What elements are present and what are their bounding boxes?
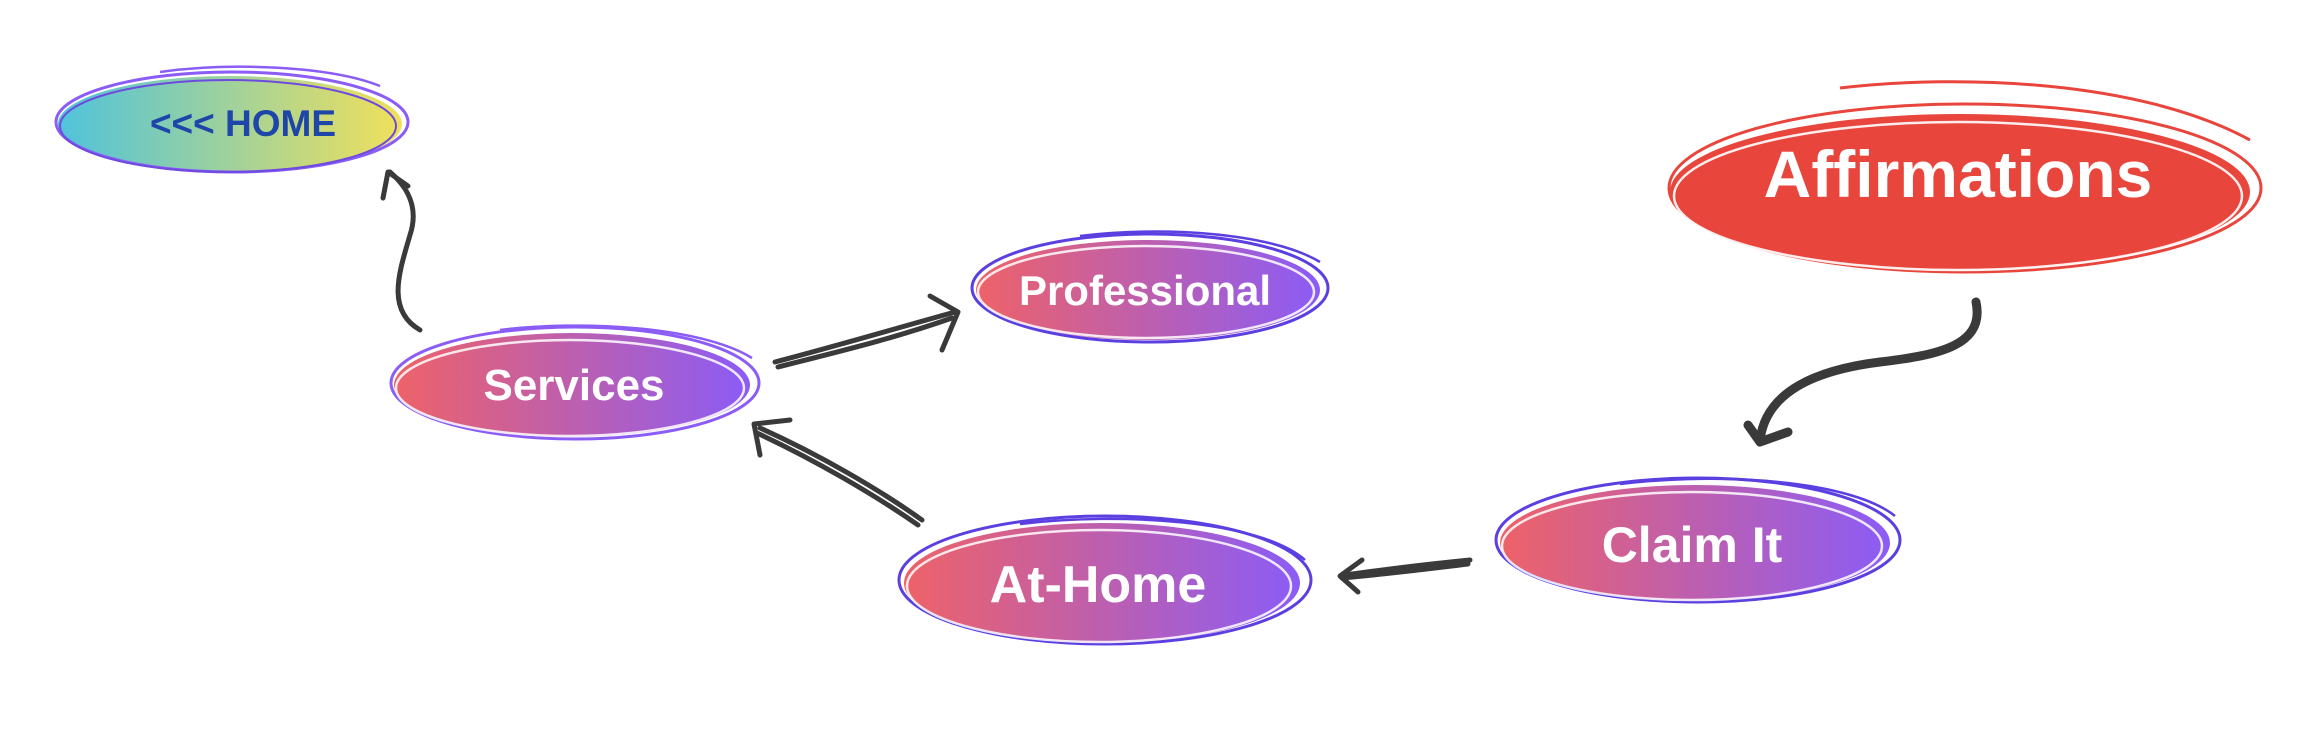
affirmations-label: Affirmations <box>1764 137 2153 211</box>
claim-it-node[interactable]: Claim It <box>1494 476 1902 604</box>
arrow-claimit-to-athome <box>1337 557 1473 595</box>
affirmations-node[interactable]: Affirmations <box>1667 80 2263 274</box>
home-node[interactable]: <<< HOME <box>54 65 410 174</box>
home-label: <<< HOME <box>150 103 336 144</box>
arrow-affirmations-to-claimit <box>1743 297 1982 447</box>
claim-it-label: Claim It <box>1602 517 1783 573</box>
professional-node[interactable]: Professional <box>970 230 1330 344</box>
at-home-label: At-Home <box>990 556 1207 614</box>
professional-label: Professional <box>1019 267 1271 314</box>
arrow-athome-to-services <box>751 417 925 528</box>
arrow-services-to-home <box>380 169 423 333</box>
services-label: Services <box>483 361 664 410</box>
at-home-node[interactable]: At-Home <box>897 514 1313 646</box>
arrow-services-to-professional <box>772 293 961 370</box>
services-node[interactable]: Services <box>389 324 761 441</box>
